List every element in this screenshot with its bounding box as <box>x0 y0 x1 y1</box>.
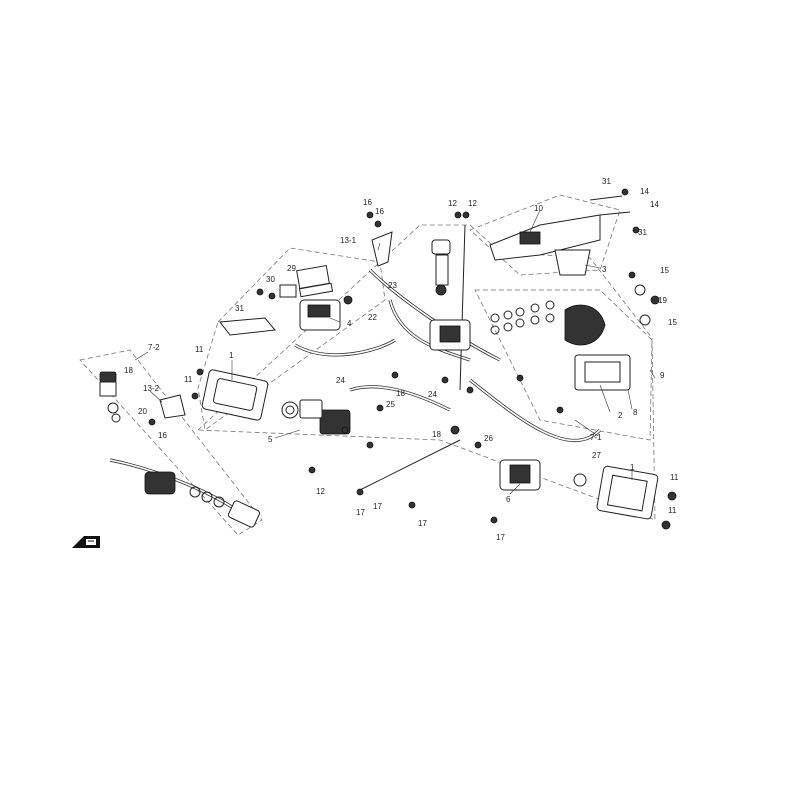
callout-31-c: 31 <box>235 304 244 313</box>
center-reservoir <box>429 211 471 351</box>
outline-rear-caliper-assembly <box>474 289 653 441</box>
callout-16-a: 16 <box>363 198 372 207</box>
callout-15-a: 15 <box>660 266 669 275</box>
bracket-13-1 <box>366 211 393 267</box>
outline-front-left-assembly <box>197 247 386 431</box>
callout-12-b: 12 <box>468 199 477 208</box>
callout-4: 4 <box>347 319 352 328</box>
group-outlines <box>79 194 656 536</box>
rear-caliper-assembly <box>499 459 677 530</box>
callout-15-b: 15 <box>668 318 677 327</box>
callout-22: 22 <box>368 313 377 322</box>
callout-18-c: 18 <box>432 430 441 439</box>
outline-main-harness-area <box>197 224 656 521</box>
callout-23: 23 <box>388 281 397 290</box>
outline-pedal-assembly <box>469 194 621 276</box>
callout-17-b: 17 <box>373 502 382 511</box>
callout-14-a: 14 <box>640 187 649 196</box>
callout-11-b: 11 <box>184 375 193 384</box>
callout-1-right: 1 <box>630 463 635 472</box>
fasteners <box>191 368 564 524</box>
callout-6: 6 <box>506 495 511 504</box>
leader-lines <box>134 209 656 495</box>
callout-27: 27 <box>592 451 601 460</box>
callout-31-b: 31 <box>638 228 647 237</box>
rear-master-cylinder <box>99 371 261 528</box>
callout-13-2: 13-2 <box>143 384 160 393</box>
callout-17-a: 17 <box>356 508 365 517</box>
callout-17-d: 17 <box>496 533 505 542</box>
callout-12-c: 12 <box>316 487 325 496</box>
callout-11-a: 11 <box>195 345 204 354</box>
callout-26: 26 <box>484 434 493 443</box>
callout-14-b: 14 <box>650 200 659 209</box>
callout-25: 25 <box>386 400 395 409</box>
callout-31-a: 31 <box>602 177 611 186</box>
callout-7-1: 7-1 <box>590 433 602 442</box>
callout-7-2: 7-2 <box>148 343 160 352</box>
callout-24-b: 24 <box>428 390 437 399</box>
callout-17-c: 17 <box>418 519 427 528</box>
callout-19: 19 <box>658 296 667 305</box>
callout-8: 8 <box>633 408 638 417</box>
callout-11-d: 11 <box>668 506 677 515</box>
callout-2: 2 <box>618 411 623 420</box>
callout-1-left: 1 <box>229 351 234 360</box>
hose-rear <box>109 458 252 522</box>
brand-logo <box>72 536 100 548</box>
callout-20: 20 <box>138 407 147 416</box>
brake-cable <box>459 224 466 391</box>
brake-pedal-assembly <box>489 188 640 276</box>
callout-18-a: 18 <box>124 366 133 375</box>
callout-labels: 1 1 2 3 4 5 6 7-1 7-2 8 9 10 11 11 11 11… <box>124 177 679 542</box>
outline-rear-master-cylinder <box>79 349 263 536</box>
rear-brake-pads <box>490 271 660 391</box>
callout-12-a: 12 <box>448 199 457 208</box>
callout-9: 9 <box>660 371 665 380</box>
callout-10: 10 <box>534 204 543 213</box>
callout-30: 30 <box>266 275 275 284</box>
front-master-cylinder <box>219 264 353 336</box>
brake-rod <box>359 439 461 491</box>
callout-11-c: 11 <box>670 473 679 482</box>
callout-29: 29 <box>287 264 296 273</box>
left-caliper-assembly <box>201 369 351 435</box>
callout-5: 5 <box>268 435 273 444</box>
callout-16-c: 16 <box>158 431 167 440</box>
callout-18-b: 18 <box>396 389 405 398</box>
callout-24-a: 24 <box>336 376 345 385</box>
callout-13-1: 13-1 <box>340 236 357 245</box>
callout-3: 3 <box>602 265 607 274</box>
callout-16-b: 16 <box>375 207 384 216</box>
